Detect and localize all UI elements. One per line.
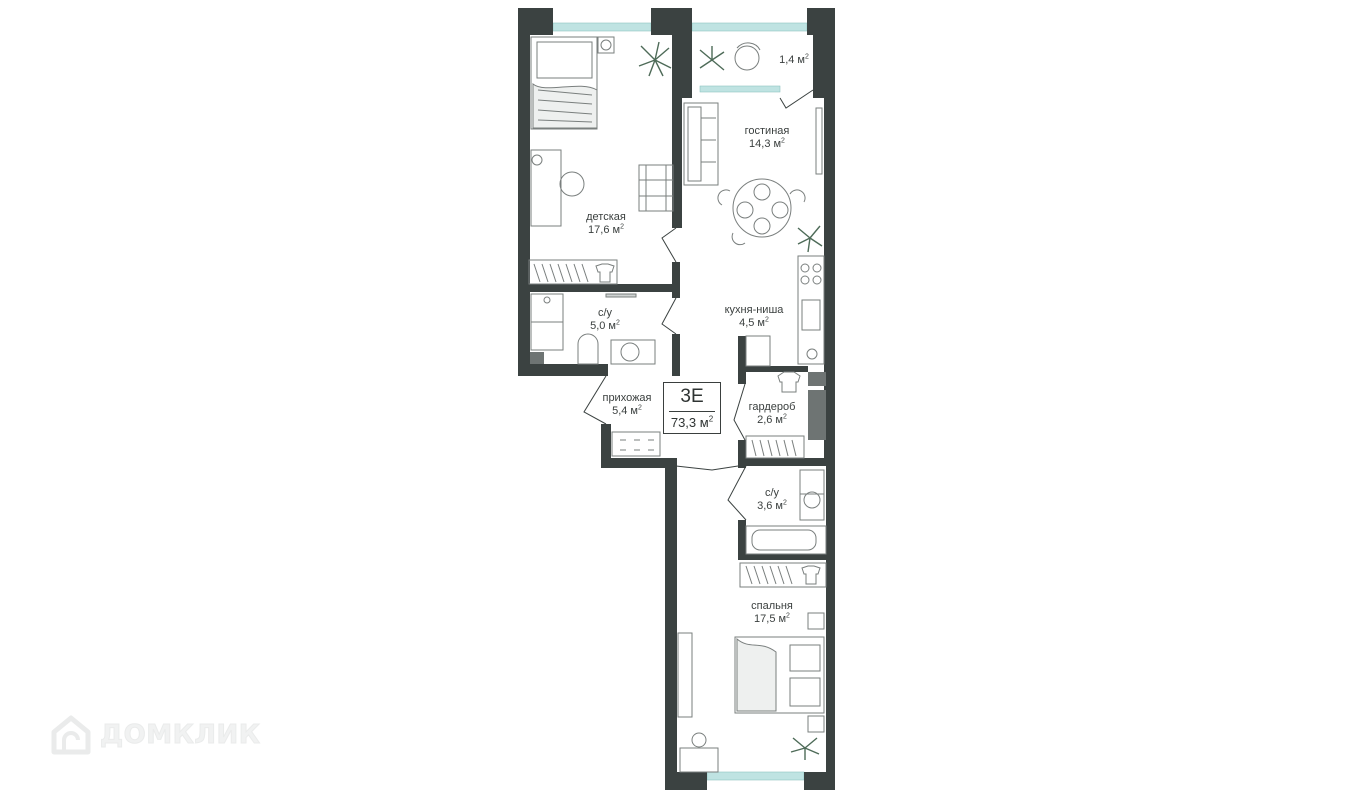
plant-balcony bbox=[699, 46, 725, 71]
plant-nursery bbox=[638, 41, 672, 77]
desk-bedroom bbox=[679, 747, 719, 773]
room-label-wardrobe: гардероб 2,6 м2 bbox=[748, 401, 796, 426]
doors bbox=[583, 89, 814, 521]
window-balcony bbox=[691, 22, 808, 32]
wardrobe-rack bbox=[745, 435, 805, 459]
room-label-hallway: прихожая 5,4 м2 bbox=[602, 392, 652, 417]
sofa bbox=[683, 102, 719, 186]
fridge bbox=[745, 335, 771, 367]
ac-unit-nursery bbox=[597, 36, 615, 54]
watermark-text: ДОМКЛИК bbox=[100, 720, 261, 751]
kitchen-counter bbox=[797, 255, 825, 365]
room-label-bedroom: спальня 17,5 м2 bbox=[751, 600, 793, 625]
shoe-rack bbox=[611, 431, 661, 457]
walls bbox=[518, 8, 835, 790]
room-label-balcony: 1,4 м2 bbox=[779, 53, 809, 66]
balcony-chair bbox=[734, 45, 760, 71]
plant-living bbox=[797, 225, 823, 253]
wardrobe-bedroom bbox=[739, 562, 827, 588]
bathtub bbox=[745, 525, 827, 555]
bed-nursery bbox=[530, 36, 598, 130]
unit-code: 3E bbox=[680, 386, 704, 407]
dining-table bbox=[732, 178, 792, 238]
desk bbox=[530, 149, 562, 227]
window-living bbox=[699, 85, 781, 93]
bed-bedroom bbox=[734, 636, 825, 714]
domclick-watermark: ДОМКЛИК bbox=[48, 712, 261, 758]
washer-wc2 bbox=[799, 469, 825, 495]
room-label-wc2: с/у 3,6 м2 bbox=[757, 487, 787, 512]
shelf bbox=[638, 164, 674, 212]
tv-bedroom bbox=[677, 632, 693, 718]
room-label-wc1: с/у 5,0 м2 bbox=[590, 307, 620, 332]
tv-living bbox=[815, 107, 823, 175]
furniture bbox=[528, 36, 827, 773]
domclick-house-icon bbox=[51, 715, 91, 755]
wardrobe-nursery bbox=[528, 259, 618, 285]
nightstand-1 bbox=[807, 612, 825, 630]
plants bbox=[638, 41, 823, 760]
shafts bbox=[530, 352, 826, 440]
plant-bedroom bbox=[790, 737, 820, 760]
room-label-living: гостиная 14,3 м2 bbox=[744, 125, 790, 150]
nightstand-2 bbox=[807, 715, 825, 733]
sink-wc1 bbox=[610, 339, 656, 365]
unit-summary-box: 3E 73,3 м2 bbox=[663, 382, 721, 434]
unit-divider bbox=[669, 411, 715, 412]
toilet-wc1 bbox=[577, 333, 599, 365]
room-label-kitchen: кухня-ниша 4,5 м2 bbox=[724, 304, 784, 329]
room-label-nursery: детская 17,6 м2 bbox=[586, 211, 626, 236]
unit-area: 73,3 м2 bbox=[670, 414, 714, 430]
window-bedroom bbox=[706, 771, 805, 781]
window-nursery bbox=[552, 22, 652, 32]
